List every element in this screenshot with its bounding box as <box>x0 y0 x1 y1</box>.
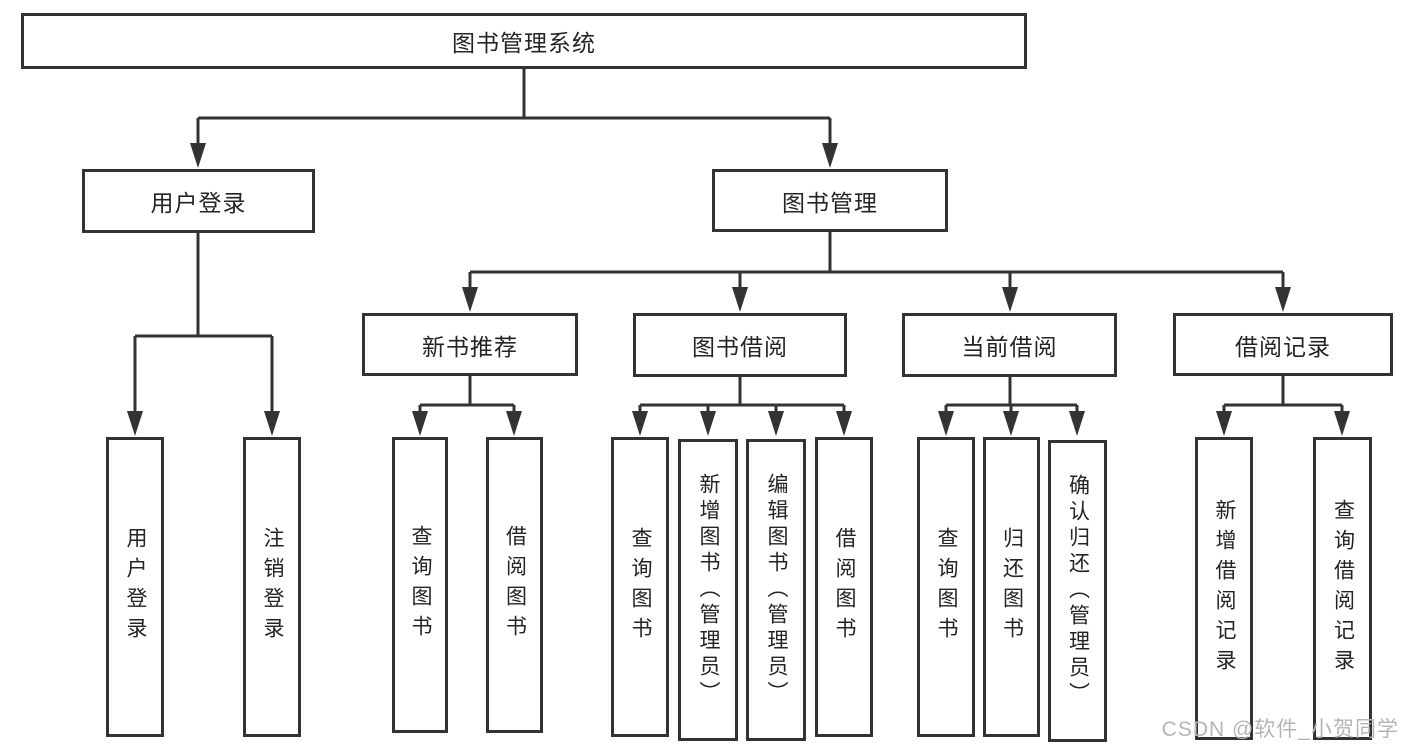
leaf-query-borrow-record: 查询借阅记录 <box>1313 437 1372 740</box>
leaf-query-book-3: 查询图书 <box>917 437 975 737</box>
leaf-label: 查询图书 <box>409 525 432 645</box>
leaf-label: 用户登录 <box>124 527 147 647</box>
leaf-user-login: 用户登录 <box>106 437 164 737</box>
node-user-login: 用户登录 <box>82 169 315 233</box>
arrowhead-icon <box>412 411 428 436</box>
arrowhead-icon <box>506 411 522 436</box>
arrowhead-icon <box>264 411 280 436</box>
leaf-add-book-admin: 新增图书（管理员） <box>678 439 738 741</box>
arrowhead-icon <box>1334 411 1350 436</box>
arrowhead-icon <box>836 411 852 436</box>
leaf-label: 注销登录 <box>261 527 284 647</box>
node-current-borrow: 当前借阅 <box>902 313 1117 377</box>
leaf-label: 借阅图书 <box>503 525 527 645</box>
leaf-label: 编辑图书（管理员） <box>765 473 788 707</box>
node-label: 图书借阅 <box>692 334 788 360</box>
node-new-book-recommend: 新书推荐 <box>362 313 578 376</box>
leaf-edit-book-admin: 编辑图书（管理员） <box>746 439 806 741</box>
node-library-system: 图书管理系统 <box>21 13 1027 69</box>
leaf-query-book-2: 查询图书 <box>611 437 669 737</box>
leaf-label: 查询图书 <box>629 527 652 647</box>
leaf-return-book: 归还图书 <box>983 437 1040 737</box>
leaf-query-book-1: 查询图书 <box>392 437 448 733</box>
node-label: 当前借阅 <box>961 334 1058 360</box>
node-label: 图书管理 <box>782 189 878 216</box>
leaf-label: 归还图书 <box>1000 527 1024 647</box>
leaf-label: 查询图书 <box>935 527 958 647</box>
arrowhead-icon <box>632 411 648 436</box>
arrowhead-icon <box>732 287 748 312</box>
node-borrow-records: 借阅记录 <box>1173 313 1393 376</box>
csdn-watermark: CSDN @软件_小贺同学 <box>1161 718 1399 741</box>
leaf-label: 确认归还（管理员） <box>1066 474 1090 708</box>
arrowhead-icon <box>190 143 206 168</box>
leaf-logout: 注销登录 <box>243 437 301 737</box>
leaf-borrow-book-2: 借阅图书 <box>815 437 873 737</box>
arrowhead-icon <box>462 287 478 312</box>
node-book-borrow: 图书借阅 <box>633 313 847 377</box>
node-label: 借阅记录 <box>1235 333 1331 360</box>
leaf-label: 借阅图书 <box>833 527 856 647</box>
node-label: 图书管理系统 <box>452 30 596 56</box>
node-label: 用户登录 <box>150 190 247 216</box>
node-book-management: 图书管理 <box>712 169 948 232</box>
arrowhead-icon <box>1003 411 1019 436</box>
arrowhead-icon <box>1069 411 1085 436</box>
arrowhead-icon <box>938 411 954 436</box>
leaf-label: 查询借阅记录 <box>1331 498 1355 679</box>
leaf-add-borrow-record: 新增借阅记录 <box>1195 437 1253 740</box>
arrowhead-icon <box>768 411 784 436</box>
arrowhead-icon <box>1002 287 1018 312</box>
arrowhead-icon <box>1216 411 1232 436</box>
arrowhead-icon <box>1275 287 1291 312</box>
leaf-confirm-return-admin: 确认归还（管理员） <box>1048 440 1107 742</box>
leaf-borrow-book-1: 借阅图书 <box>486 437 543 733</box>
arrowhead-icon <box>822 143 838 168</box>
leaf-label: 新增借阅记录 <box>1213 498 1236 679</box>
node-label: 新书推荐 <box>422 333 518 360</box>
leaf-label: 新增图书（管理员） <box>697 473 720 707</box>
arrowhead-icon <box>700 411 716 436</box>
arrowhead-icon <box>127 411 143 436</box>
